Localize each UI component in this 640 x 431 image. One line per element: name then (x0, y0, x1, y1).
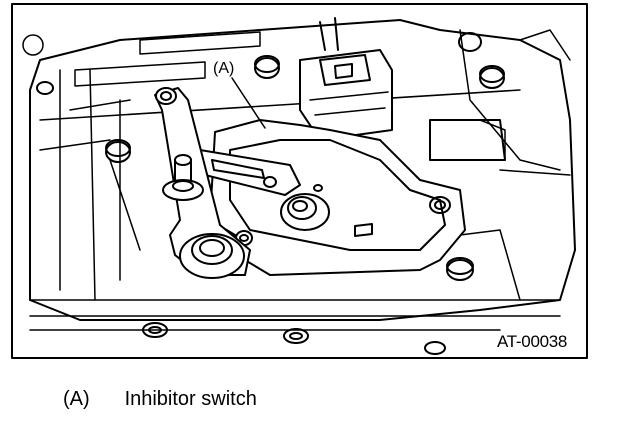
figure-frame (11, 3, 588, 359)
callout-leader (231, 77, 266, 129)
manual-lever (154, 87, 251, 279)
callout-label-a: (A) (213, 60, 235, 77)
transmission-case (29, 19, 576, 321)
legend-item: (A) Inhibitor switch (63, 388, 257, 411)
legend-text: Inhibitor switch (124, 388, 257, 410)
figure-id: AT-00038 (497, 332, 568, 351)
case-bosses (22, 32, 505, 281)
bottom-rail (29, 299, 561, 355)
inhibitor-switch (199, 119, 466, 276)
switch-connector (299, 17, 393, 141)
legend-key: (A) (63, 388, 90, 410)
